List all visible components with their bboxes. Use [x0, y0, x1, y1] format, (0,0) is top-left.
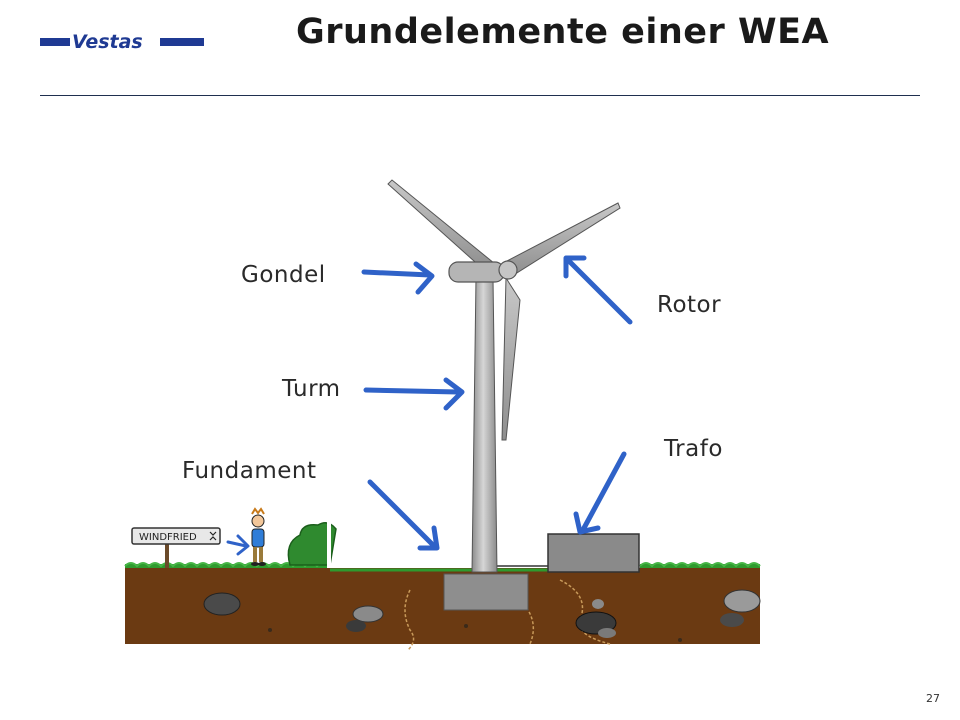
label-trafo: Trafo [664, 436, 723, 462]
transformer [547, 533, 640, 573]
arrows [226, 255, 633, 556]
label-turm: Turm [282, 376, 341, 402]
arrow-gondel [361, 261, 435, 295]
arrow-rotor [563, 255, 633, 325]
ground [124, 562, 761, 651]
foundation [443, 573, 529, 611]
label-fundament: Fundament [182, 458, 317, 484]
nacelle [448, 260, 518, 283]
arrow-trafo [573, 451, 627, 535]
label-gondel: Gondel [241, 262, 326, 288]
vestas-logo: Vestas [40, 32, 204, 52]
page-number: 27 [926, 692, 940, 705]
arrow-person [226, 534, 250, 556]
rotor-blades [387, 179, 621, 441]
page-title: Grundelemente einer WEA [296, 12, 830, 52]
arrow-fundament [367, 479, 440, 551]
person-figure [251, 507, 266, 566]
tower [471, 277, 498, 573]
bush [287, 520, 337, 568]
svg-text:Vestas: Vestas [72, 32, 143, 52]
arrow-turm [363, 377, 465, 411]
windfried-sign: WINDFRIED [131, 527, 221, 568]
sign-text: WINDFRIED [139, 532, 197, 543]
header-divider [40, 95, 920, 96]
label-rotor: Rotor [657, 292, 722, 318]
